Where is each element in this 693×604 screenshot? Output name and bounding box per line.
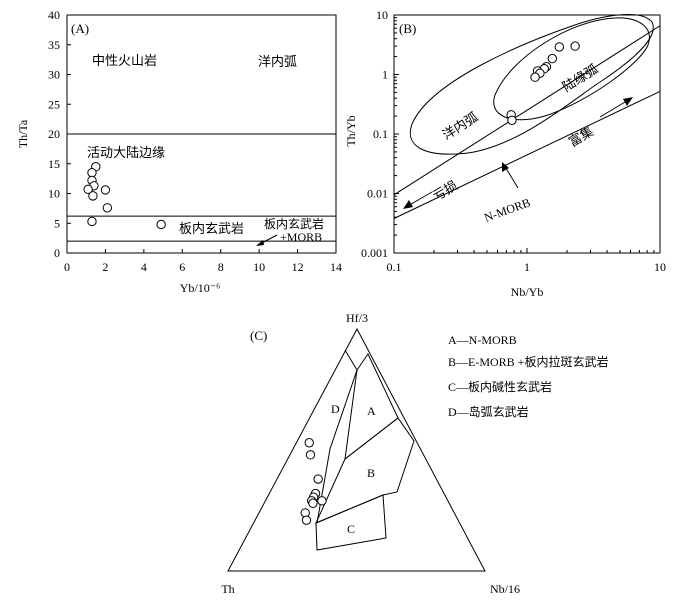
oceanic-arc-label: 洋内弧 — [440, 109, 481, 142]
a-y-tick-label: 15 — [48, 157, 60, 171]
b-data-point — [570, 41, 580, 51]
c-data-point — [317, 496, 327, 506]
a-y-tick-label: 20 — [48, 127, 60, 141]
a-y-tick-label: 40 — [48, 8, 60, 22]
a-x-tick-label: 8 — [218, 260, 224, 274]
panel-c-label: (C) — [250, 328, 267, 343]
b-data-point — [547, 53, 558, 64]
legend-item-b: B—E-MORB +板内拉斑玄武岩 — [448, 354, 608, 369]
region-within-plate-morb-label-2: +MORB — [280, 230, 322, 244]
apex-top-label: Hf/3 — [346, 311, 368, 325]
field-b — [315, 417, 415, 524]
a-x-tick-label: 4 — [141, 260, 147, 274]
legend-item-d: D—岛弧玄武岩 — [448, 404, 529, 419]
panel-b-ylabel: Th/Yb — [344, 115, 358, 146]
b-x-tick-label: 10 — [654, 260, 666, 274]
nmorb-label: N-MORB — [482, 195, 532, 225]
a-x-tick-label: 14 — [330, 260, 342, 274]
a-x-tick-label: 0 — [64, 260, 70, 274]
ternary-frame — [227, 327, 486, 572]
a-y-tick-label: 5 — [54, 216, 60, 230]
a-data-point — [102, 203, 113, 213]
a-data-point — [100, 185, 111, 195]
panel-a-ylabel: Th/Ta — [16, 119, 30, 148]
continental-arc-label: 陆缘弧 — [560, 61, 601, 94]
b-x-tick-label: 0.1 — [387, 260, 402, 274]
region-within-plate-label: 板内玄武岩 — [179, 221, 244, 236]
mantle-array-upper-line — [393, 25, 661, 196]
b-y-tick-label: 0.01 — [367, 187, 388, 201]
region-intermediate-label: 中性火山岩 — [92, 53, 157, 68]
a-y-tick-label: 25 — [48, 97, 60, 111]
continental-arc-field — [493, 17, 650, 121]
a-y-tick-label: 10 — [48, 187, 60, 201]
panel-a-xlabel: Yb/10⁻⁶ — [180, 281, 221, 295]
a-y-tick-label: 35 — [48, 38, 60, 52]
a-x-tick-label: 12 — [292, 260, 304, 274]
field-c-label: C — [347, 522, 355, 536]
field-c — [315, 494, 387, 551]
apex-left-label: Th — [221, 582, 234, 596]
enriched-label: 富集 — [566, 124, 596, 150]
b-data-point — [530, 72, 540, 82]
field-b-label: B — [367, 466, 375, 480]
a-x-tick-label: 10 — [253, 260, 265, 274]
field-a-label: A — [367, 404, 376, 418]
field-d-boundary — [316, 349, 358, 524]
panel-a-label: (A) — [71, 21, 89, 36]
enriched-arrow-head — [623, 97, 633, 106]
mantle-array-lower-line — [393, 90, 661, 219]
b-x-tick-label: 1 — [524, 260, 530, 274]
b-y-tick-label: 0.1 — [373, 127, 388, 141]
a-data-point — [87, 167, 97, 178]
c-data-point — [304, 438, 314, 448]
b-y-tick-label: 1 — [382, 68, 388, 82]
panel-c: (C) Hf/3 Th Nb/16 A B C D A—N-MORB B—E-M… — [221, 311, 608, 596]
b-y-tick-label: 10 — [376, 8, 388, 22]
c-data-point — [305, 450, 316, 460]
panel-b-label: (B) — [399, 21, 416, 36]
a-data-point — [83, 184, 93, 195]
a-data-point — [87, 216, 97, 227]
a-data-point — [156, 219, 166, 230]
a-data-point — [88, 191, 98, 201]
panel-a: 0 2 4 6 8 10 12 14 0 5 10 15 20 25 30 35 40 (A) Yb/10⁻⁶… — [16, 8, 342, 295]
a-x-tick-label: 2 — [102, 260, 108, 274]
region-active-margin-label: 活动大陆边缘 — [87, 145, 165, 160]
c-data-point — [308, 498, 318, 508]
legend-item-c: C—板内碱性玄武岩 — [448, 379, 552, 394]
panel-b-xlabel: Nb/Yb — [511, 285, 544, 299]
morb-arrow-head — [256, 240, 264, 246]
nmorb-arrow-head — [502, 162, 509, 172]
panel-b: 0.1 1 10 0.001 0.01 0.1 1 10 (B) Nb/Yb Th/Yb 洋… — [344, 8, 666, 299]
oceanic-arc-field — [409, 13, 654, 155]
c-data-point — [313, 474, 323, 484]
b-y-tick-label: 0.001 — [361, 246, 388, 260]
legend-item-a: A—N-MORB — [448, 333, 517, 347]
field-d-label: D — [331, 402, 340, 416]
b-data-point — [507, 115, 517, 125]
b-data-point — [554, 42, 565, 52]
a-y-tick-label: 0 — [54, 246, 60, 260]
region-oceanic-arc-label: 洋内弧 — [258, 54, 297, 69]
apex-right-label: Nb/16 — [490, 582, 520, 596]
depleted-arrow-head — [403, 200, 413, 209]
depleted-label: 亏损 — [430, 178, 460, 204]
a-y-tick-label: 30 — [48, 68, 60, 82]
c-data-point — [301, 515, 312, 525]
region-within-plate-morb-label-1: 板内玄武岩 — [264, 216, 324, 231]
a-x-tick-label: 6 — [179, 260, 185, 274]
